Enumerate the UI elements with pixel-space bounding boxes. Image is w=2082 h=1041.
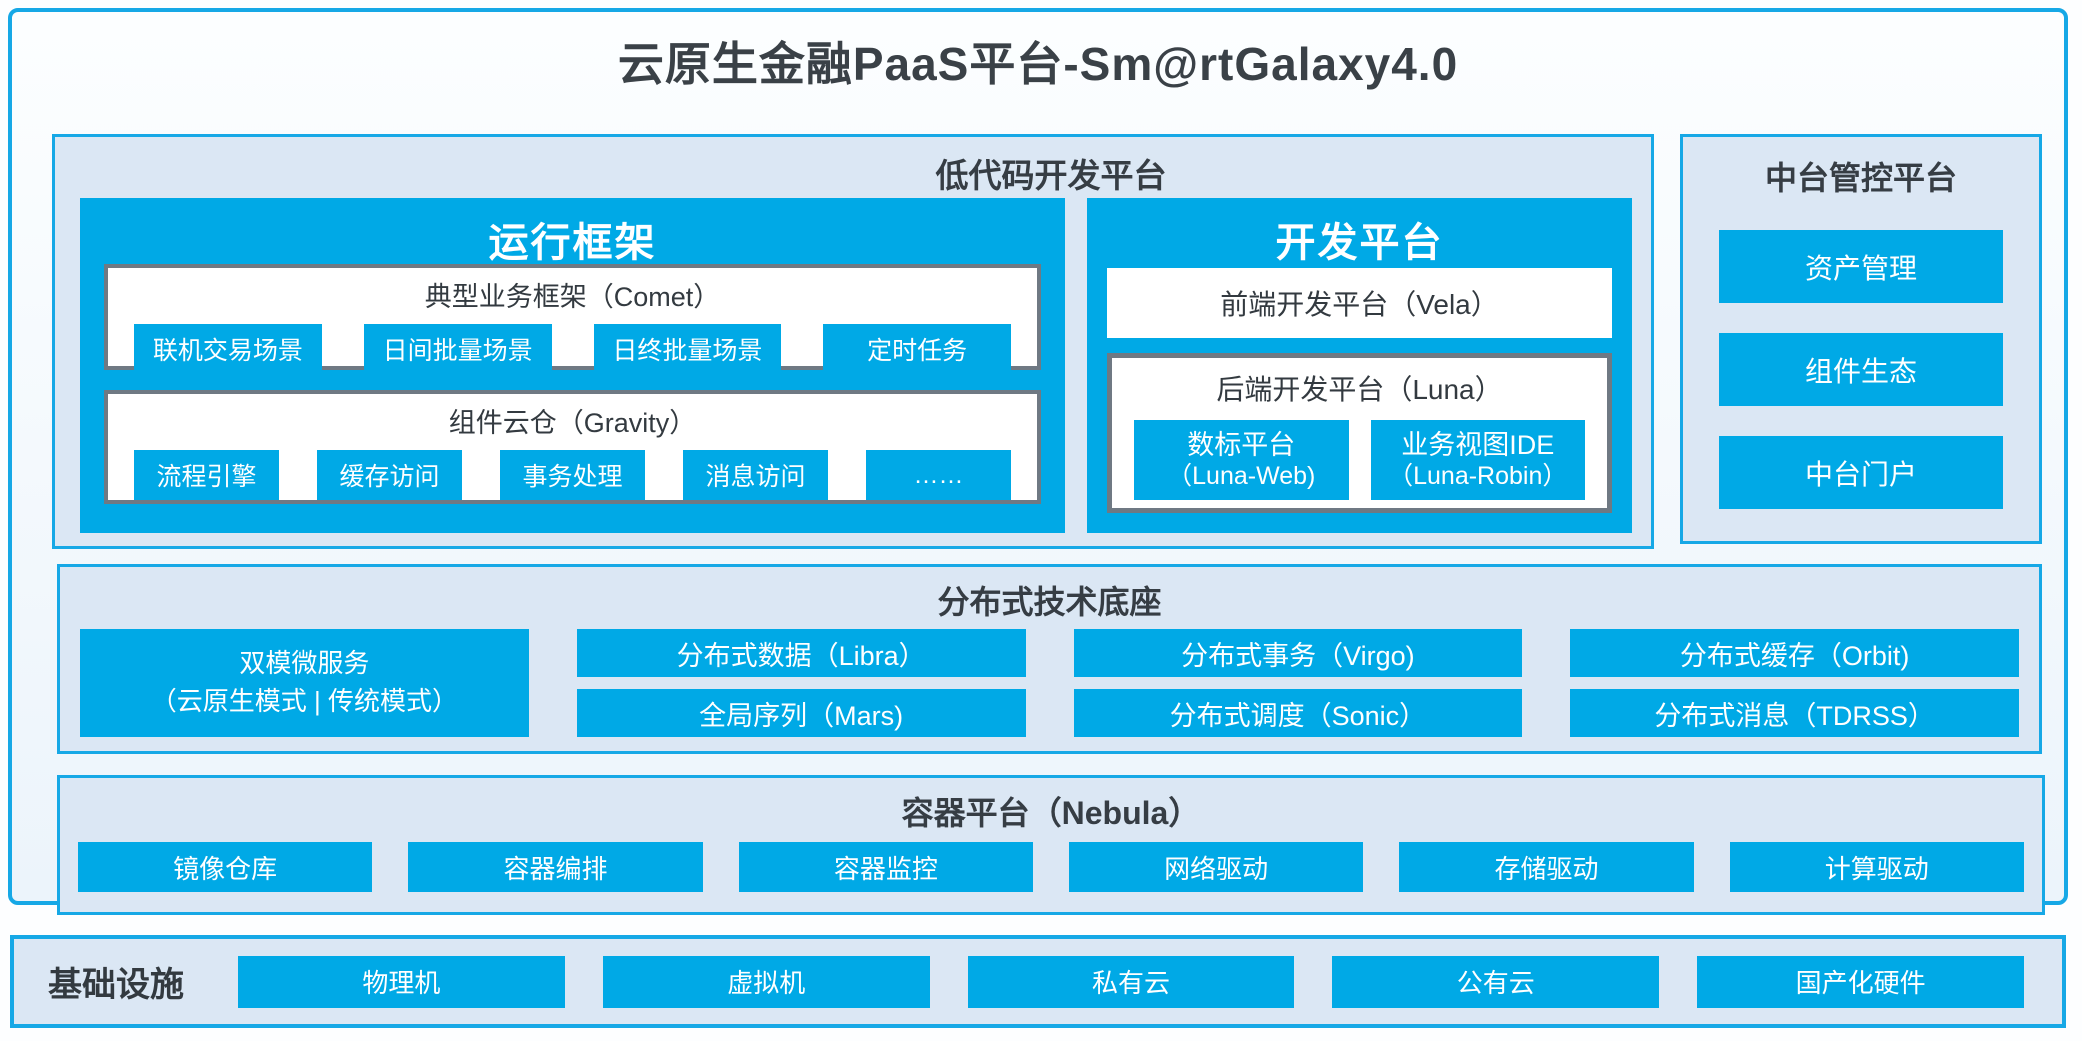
network-driver: 网络驱动	[1068, 842, 1364, 892]
runtime-framework-title: 运行框架	[488, 221, 657, 265]
midplatform-portal: 中台门户	[1719, 436, 2003, 509]
luna-robin-name: 业务视图IDE	[1401, 429, 1555, 460]
dev-platform-box: 开发平台 前端开发平台（Vela） 后端开发平台（Luna） 数标平台 （Lun…	[1087, 198, 1632, 533]
virtual-machine: 虚拟机	[602, 955, 930, 1008]
distributed-message-tdrss: 分布式消息（TDRSS）	[1570, 689, 2019, 737]
infrastructure-label: 基础设施	[48, 966, 184, 1004]
image-registry: 镜像仓库	[78, 842, 373, 892]
distributed-transaction-virgo: 分布式事务（Virgo)	[1073, 629, 1523, 677]
message-access: 消息访问	[683, 450, 828, 500]
cache-access: 缓存访问	[317, 450, 462, 500]
luna-robin-item: 业务视图IDE （Luna-Robin）	[1370, 420, 1585, 500]
luna-items-row: 数标平台 （Luna-Web) 业务视图IDE （Luna-Robin）	[1112, 408, 1607, 500]
global-sequence-mars: 全局序列（Mars)	[576, 689, 1026, 737]
physical-machine: 物理机	[238, 955, 565, 1008]
container-platform-section: 容器平台（Nebula） 镜像仓库 容器编排 容器监控 网络驱动 存储驱动 计算…	[57, 775, 2045, 915]
gravity-items-row: 流程引擎 缓存访问 事务处理 消息访问 ……	[108, 440, 1037, 500]
transaction-processing: 事务处理	[500, 450, 645, 500]
page-title: 云原生金融PaaS平台-Sm@rtGalaxy4.0	[617, 38, 1459, 90]
distributed-base-section: 分布式技术底座 双模微服务 （云原生模式 | 传统模式） 分布式数据（Libra…	[57, 564, 2042, 754]
container-platform-label: 容器平台（Nebula）	[901, 795, 1201, 831]
comet-items-row: 联机交易场景 日间批量场景 日终批量场景 定时任务	[108, 314, 1037, 374]
public-cloud: 公有云	[1332, 955, 1660, 1008]
luna-robin-code: （Luna-Robin）	[1388, 462, 1568, 491]
distributed-cache-orbit: 分布式缓存（Orbit)	[1570, 629, 2019, 677]
dual-mode-microservice: 双模微服务 （云原生模式 | 传统模式）	[80, 629, 529, 737]
distributed-col-3: 分布式缓存（Orbit) 分布式消息（TDRSS）	[1570, 629, 2019, 737]
eod-batch-scenario: 日终批量场景	[593, 324, 782, 374]
online-trading-scenario: 联机交易场景	[134, 324, 322, 374]
luna-backend-title: 后端开发平台（Luna）	[1216, 374, 1503, 405]
luna-backend-box: 后端开发平台（Luna） 数标平台 （Luna-Web) 业务视图IDE （Lu…	[1107, 353, 1612, 513]
infrastructure-section: 基础设施 物理机 虚拟机 私有云 公有云 国产化硬件	[10, 935, 2066, 1028]
vela-frontend-box: 前端开发平台（Vela）	[1107, 268, 1612, 338]
infrastructure-items-row: 物理机 虚拟机 私有云 公有云 国产化硬件	[238, 955, 2024, 1008]
container-monitoring: 容器监控	[738, 842, 1033, 892]
luna-web-item: 数标平台 （Luna-Web)	[1134, 420, 1349, 500]
gravity-warehouse-box: 组件云仓（Gravity） 流程引擎 缓存访问 事务处理 消息访问 ……	[104, 390, 1041, 504]
distributed-scheduling-sonic: 分布式调度（Sonic）	[1073, 689, 1523, 737]
daytime-batch-scenario: 日间批量场景	[363, 324, 552, 374]
lowcode-platform-label: 低代码开发平台	[935, 157, 1167, 194]
comet-framework-title: 典型业务框架（Comet）	[424, 282, 721, 312]
comet-framework-box: 典型业务框架（Comet） 联机交易场景 日间批量场景 日终批量场景 定时任务	[104, 264, 1041, 374]
midplatform-section: 中台管控平台 资产管理 组件生态 中台门户	[1680, 134, 2042, 544]
luna-web-name: 数标平台	[1187, 429, 1296, 460]
process-engine: 流程引擎	[134, 450, 279, 500]
dual-mode-line2: （云原生模式 | 传统模式）	[150, 686, 458, 716]
ellipsis-item: ……	[866, 450, 1011, 500]
lowcode-platform-section: 低代码开发平台 运行框架 典型业务框架（Comet） 联机交易场景 日间批量场景…	[52, 134, 1654, 549]
gravity-warehouse-title: 组件云仓（Gravity）	[448, 408, 697, 438]
distributed-col-1: 分布式数据（Libra） 全局序列（Mars)	[576, 629, 1026, 737]
distributed-data-libra: 分布式数据（Libra）	[576, 629, 1026, 677]
container-items-row: 镜像仓库 容器编排 容器监控 网络驱动 存储驱动 计算驱动	[78, 842, 2024, 892]
private-cloud: 私有云	[967, 955, 1295, 1008]
component-ecosystem: 组件生态	[1719, 333, 2003, 406]
distributed-col-2: 分布式事务（Virgo) 分布式调度（Sonic）	[1073, 629, 1523, 737]
compute-driver: 计算驱动	[1729, 842, 2024, 892]
distributed-grid: 双模微服务 （云原生模式 | 传统模式） 分布式数据（Libra） 全局序列（M…	[80, 629, 2019, 737]
storage-driver: 存储驱动	[1399, 842, 1694, 892]
distributed-col-dual: 双模微服务 （云原生模式 | 传统模式）	[80, 629, 529, 737]
asset-management: 资产管理	[1719, 230, 2003, 303]
container-orchestration: 容器编排	[408, 842, 703, 892]
runtime-framework-box: 运行框架 典型业务框架（Comet） 联机交易场景 日间批量场景 日终批量场景 …	[80, 198, 1065, 533]
domestic-hardware: 国产化硬件	[1697, 955, 2024, 1008]
distributed-base-label: 分布式技术底座	[937, 584, 1162, 620]
dual-mode-line1: 双模微服务	[239, 648, 370, 679]
dev-platform-title: 开发平台	[1275, 221, 1444, 265]
platform-container: 云原生金融PaaS平台-Sm@rtGalaxy4.0 低代码开发平台 运行框架 …	[8, 8, 2068, 915]
midplatform-label: 中台管控平台	[1764, 160, 1957, 196]
luna-web-code: （Luna-Web)	[1167, 462, 1316, 491]
scheduled-task: 定时任务	[823, 324, 1011, 374]
